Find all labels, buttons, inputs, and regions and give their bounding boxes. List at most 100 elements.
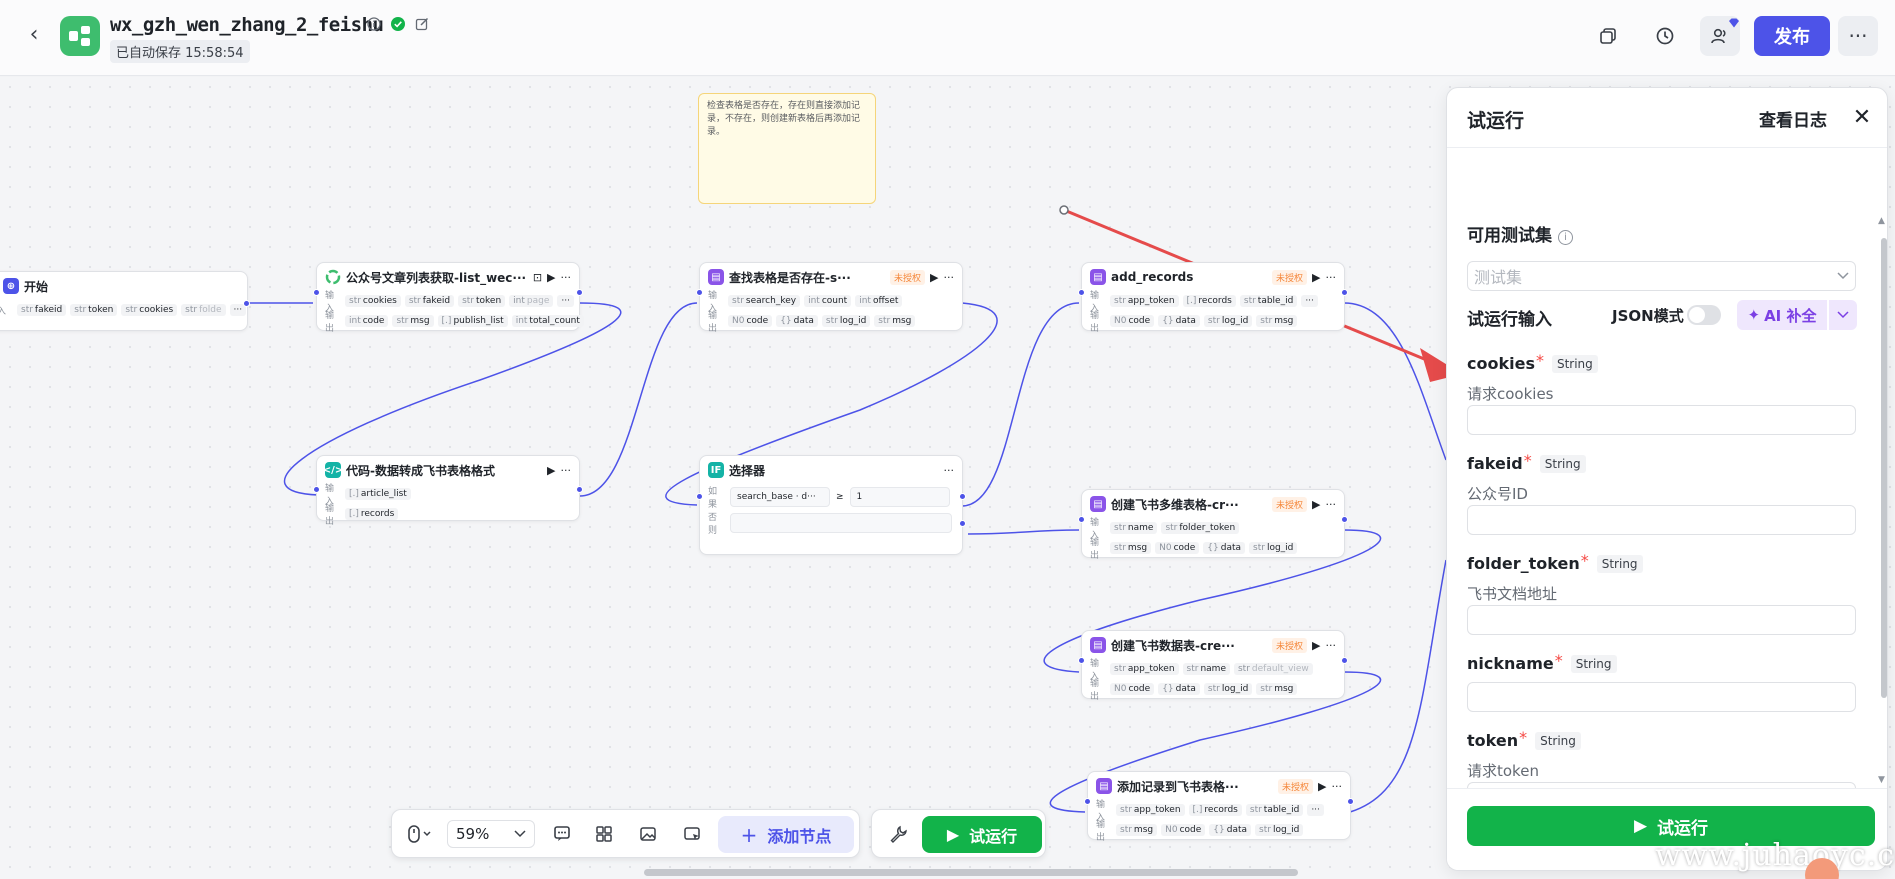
publish-button[interactable]: 发布 [1754, 16, 1830, 56]
node-run-icon[interactable]: ▶ [1312, 270, 1321, 284]
top-header: ‹ wx_gzh_wen_zhang_2_feishu 已自动保存 15:58:… [0, 0, 1895, 76]
node-more-icon[interactable]: ··· [1325, 638, 1337, 652]
unauthorized-badge[interactable]: 未授权 [890, 269, 926, 285]
more-params-tag[interactable]: ··· [229, 304, 247, 316]
node-more-icon[interactable]: ··· [1325, 497, 1337, 511]
node-run-icon[interactable]: ▶ [547, 270, 556, 284]
nickname-input[interactable] [1467, 682, 1856, 712]
node-settings-icon[interactable]: ⊡ [532, 270, 543, 284]
more-params-tag[interactable]: ··· [1307, 804, 1324, 816]
ai-options-dropdown[interactable] [1829, 300, 1857, 330]
zoom-select[interactable]: 59% [447, 820, 535, 848]
more-params-tag[interactable]: ··· [557, 295, 574, 307]
unauthorized-badge[interactable]: 未授权 [1272, 269, 1308, 285]
input-port[interactable] [696, 493, 703, 500]
interaction-mode-button[interactable] [674, 820, 710, 848]
output-port[interactable] [1341, 289, 1348, 296]
test-run-label: 试运行 [1657, 818, 1709, 839]
copy-button[interactable] [1588, 16, 1628, 56]
node-more-icon[interactable]: ··· [943, 463, 955, 477]
floating-avatar[interactable] [1805, 858, 1839, 879]
node-code-transform[interactable]: </> 代码-数据转成飞书表格格式 ▶ ··· 输入 [.]article_li… [313, 455, 583, 527]
folder-token-input[interactable] [1467, 605, 1856, 635]
tools-button[interactable] [880, 820, 916, 848]
table-plugin-icon: ▤ [708, 269, 724, 285]
unauthorized-badge[interactable]: 未授权 [1272, 496, 1308, 512]
output-port[interactable] [1347, 798, 1354, 805]
ai-complete-button[interactable]: ✦ AI 补全 [1737, 300, 1827, 330]
node-more-icon[interactable]: ··· [943, 270, 955, 284]
node-run-icon[interactable]: ▶ [1318, 779, 1327, 793]
node-run-icon[interactable]: ▶ [1312, 497, 1321, 511]
fakeid-input[interactable] [1467, 505, 1856, 535]
node-more-icon[interactable]: ··· [560, 463, 572, 477]
vertical-scrollbar[interactable] [1881, 238, 1887, 698]
node-more-icon[interactable]: ··· [1325, 270, 1337, 284]
canvas-test-run-button[interactable]: ▶ 试运行 [922, 816, 1042, 853]
output-port[interactable] [1341, 657, 1348, 664]
condition-left[interactable]: search_base · d··· [730, 487, 830, 507]
pointer-mode-button[interactable] [400, 820, 440, 848]
table-plugin-icon: ▤ [1096, 778, 1112, 794]
view-log-link[interactable]: 查看日志 [1759, 111, 1827, 131]
scroll-down-arrow-icon[interactable]: ▼ [1878, 775, 1885, 785]
node-selector[interactable]: IF 选择器 ··· 如果 search_base · d··· ≥ 1 否则 [696, 455, 966, 555]
condition-right[interactable]: 1 [849, 487, 950, 507]
minimap-button[interactable] [630, 820, 666, 848]
testset-select[interactable]: 测试集 [1467, 261, 1856, 291]
node-run-icon[interactable]: ▶ [930, 270, 939, 284]
node-more-icon[interactable]: ··· [560, 270, 572, 284]
info-icon[interactable] [366, 16, 382, 32]
collaborators-button[interactable] [1700, 16, 1740, 56]
else-output-port[interactable] [959, 520, 966, 527]
more-params-tag[interactable]: ··· [1301, 295, 1318, 307]
output-port[interactable] [1341, 516, 1348, 523]
input-port[interactable] [1084, 798, 1091, 805]
edit-icon[interactable] [414, 16, 430, 32]
input-port[interactable] [313, 486, 320, 493]
add-node-button[interactable]: + 添加节点 [718, 816, 854, 853]
close-icon[interactable]: ✕ [1852, 104, 1872, 130]
history-button[interactable] [1645, 16, 1685, 56]
required-mark: * [1580, 551, 1589, 570]
node-run-icon[interactable]: ▶ [1312, 638, 1321, 652]
json-mode-toggle[interactable] [1687, 305, 1721, 325]
more-menu-button[interactable]: ··· [1838, 16, 1878, 56]
cookies-input[interactable] [1467, 405, 1856, 435]
output-port[interactable] [576, 289, 583, 296]
output-port[interactable] [576, 486, 583, 493]
param-tag: [.]records [1188, 804, 1242, 816]
input-port[interactable] [1078, 289, 1085, 296]
layout-button[interactable] [586, 820, 622, 848]
input-port[interactable] [313, 289, 320, 296]
info-icon[interactable]: i [1558, 230, 1573, 245]
back-arrow-icon[interactable]: ‹ [29, 21, 39, 47]
comment-button[interactable] [544, 820, 580, 848]
if-output-port[interactable] [959, 493, 966, 500]
input-port[interactable] [1078, 657, 1085, 664]
horizontal-scrollbar[interactable] [644, 869, 1298, 876]
node-more-icon[interactable]: ··· [1331, 779, 1343, 793]
table-plugin-icon: ▤ [1090, 269, 1106, 285]
unauthorized-badge[interactable]: 未授权 [1272, 637, 1308, 653]
node-run-icon[interactable]: ▶ [547, 463, 556, 477]
watermark-text: www.juhaoyc.com [1655, 838, 1895, 873]
input-port[interactable] [1078, 516, 1085, 523]
input-port[interactable] [696, 289, 703, 296]
unauthorized-badge[interactable]: 未授权 [1278, 778, 1314, 794]
scroll-up-arrow-icon[interactable]: ▲ [1878, 216, 1885, 226]
output-port[interactable] [243, 300, 250, 307]
comment-note[interactable]: 检查表格是否存在，存在则直接添加记录，不存在，则创建新表格后再添加记录。 [698, 93, 876, 204]
param-tag: {}data [1158, 315, 1200, 327]
test-run-button[interactable]: ▶ 试运行 [1467, 806, 1875, 846]
param-tag: {}data [1203, 542, 1246, 554]
